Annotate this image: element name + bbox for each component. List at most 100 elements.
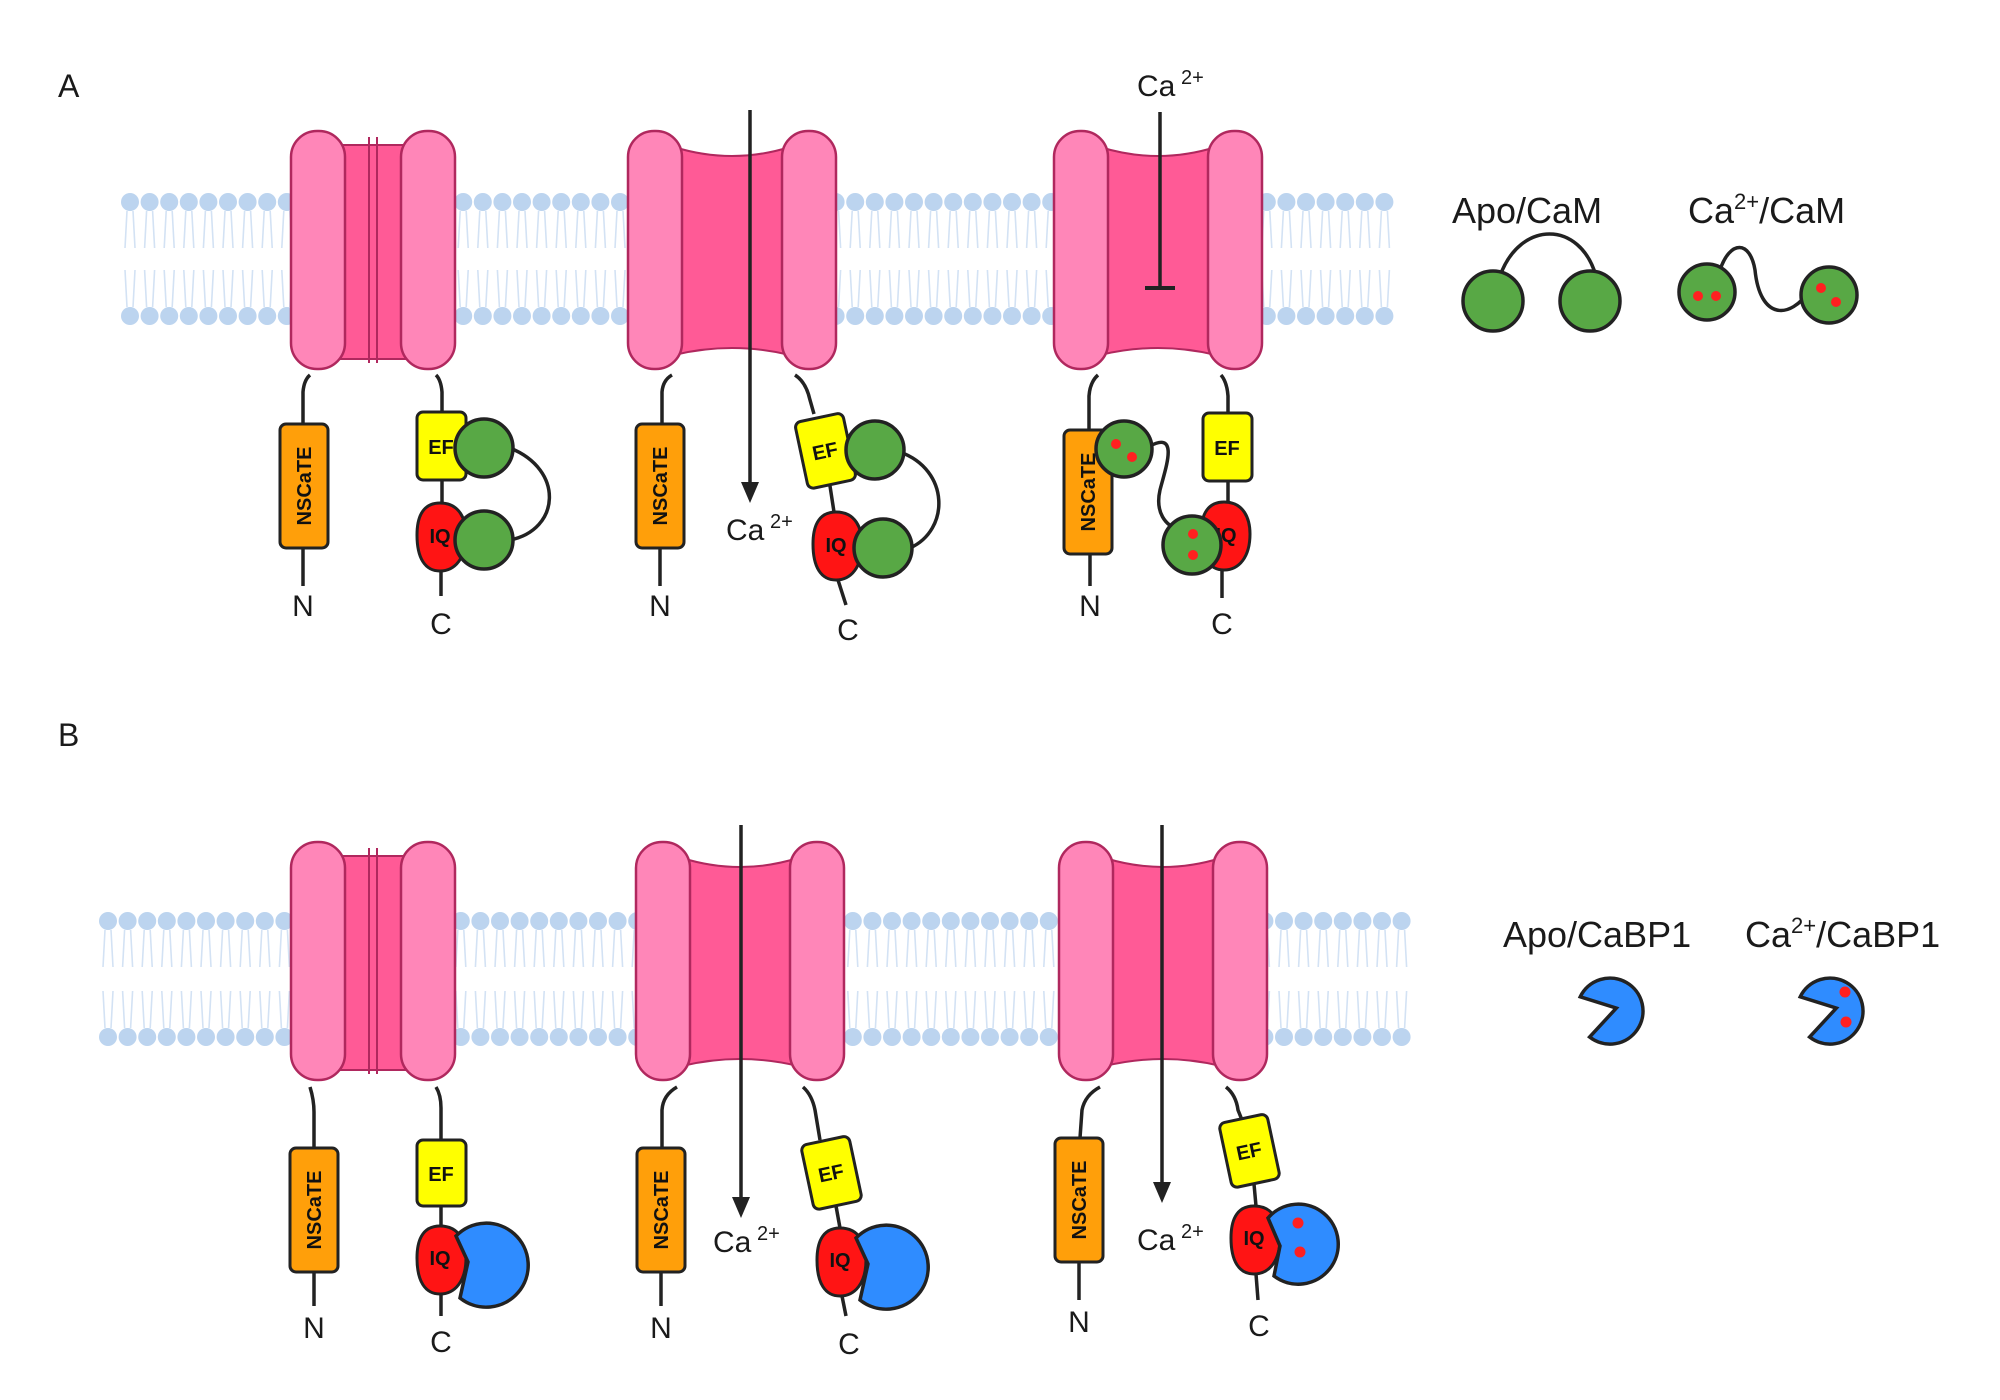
lipid-tail <box>1337 990 1349 1029</box>
cam-lobe-a2-top <box>844 419 906 481</box>
c-term-a2: C <box>837 614 859 647</box>
ca-label-a3: Ca <box>1137 70 1176 103</box>
channel-a1-n-tail <box>301 373 312 424</box>
lipid-head <box>258 193 277 211</box>
lipid-head <box>532 307 551 325</box>
iq-label-b1: IQ <box>429 1248 450 1270</box>
channel-subunit-left <box>1057 840 1115 1082</box>
channel-a2-link <box>828 485 836 513</box>
ca-flow-arrowhead-b3 <box>1153 1182 1171 1203</box>
lipid-tail <box>555 210 567 249</box>
ca-dot <box>1188 529 1198 539</box>
lipid-tail <box>474 990 487 1029</box>
channel-a2: Ca 2+ NSCaTE N EF IQ C <box>626 110 941 647</box>
lipid-tail <box>945 990 957 1029</box>
lipid-head <box>1297 193 1315 211</box>
lipid-tail <box>847 929 859 968</box>
legend-b-ca-cabp1: Ca2+/CaBP1 <box>1745 913 1940 1046</box>
lipid-tail <box>124 269 136 308</box>
lipid-head <box>846 193 865 211</box>
lipid-tail <box>986 269 999 308</box>
lipid-head <box>216 912 235 930</box>
lipid-tail <box>866 990 879 1029</box>
channel-b1-n-tail <box>308 1086 316 1148</box>
lipid-head <box>473 307 492 325</box>
lipid-tail <box>259 929 271 968</box>
lipid-tail <box>1359 269 1371 308</box>
lipid-head <box>1000 1028 1019 1046</box>
lipid-head <box>513 193 531 211</box>
channel-pore <box>334 144 412 360</box>
lipid-tail <box>572 990 585 1029</box>
ca-dot <box>1840 1016 1852 1028</box>
lipid-head <box>1000 912 1019 930</box>
lipid-head <box>1294 912 1313 930</box>
lipid-tail <box>967 269 979 308</box>
lipid-tail <box>947 210 959 249</box>
ca-dot <box>1292 1217 1304 1229</box>
lipid-tail <box>1278 990 1290 1029</box>
cabp1-b1 <box>453 1221 530 1309</box>
lipid-tail <box>964 990 977 1029</box>
lipid-tail <box>1356 929 1369 968</box>
channel-b3: Ca 2+ NSCaTE N EF IQ C <box>1053 825 1340 1343</box>
lipid-tail <box>869 210 881 249</box>
nscate-label-a3: NSCaTE <box>1078 453 1100 532</box>
lipid-tail <box>202 210 215 249</box>
lipid-head <box>1020 912 1039 930</box>
lipid-head <box>258 307 277 325</box>
lipid-tail <box>222 269 234 308</box>
lipid-head <box>219 307 237 325</box>
lipid-head <box>941 1028 960 1046</box>
lipid-tail <box>278 990 291 1029</box>
lipid-head <box>924 193 943 211</box>
lipid-tail <box>183 210 195 249</box>
lipid-head <box>160 307 179 325</box>
lipid-head <box>922 1028 941 1046</box>
lipid-head <box>99 912 117 930</box>
channel-a3-body <box>1052 129 1264 371</box>
lipid-tail <box>494 929 506 968</box>
lipid-tail <box>592 990 604 1029</box>
lipid-tail <box>1043 990 1055 1029</box>
lipid-tail <box>945 929 957 968</box>
ef-label-b2: EF <box>816 1161 846 1188</box>
lipid-head <box>865 193 884 211</box>
lipid-head <box>1275 1028 1293 1046</box>
ef-label-a1: EF <box>428 437 454 459</box>
lipid-tail <box>947 269 959 308</box>
channel-subunit-right <box>399 129 457 371</box>
cabp1-b2 <box>853 1223 930 1311</box>
cam-linker-a2 <box>899 450 941 550</box>
lipid-tail <box>575 210 587 249</box>
lipid-head <box>552 193 571 211</box>
n-term-a2: N <box>649 590 671 623</box>
lipid-tail <box>908 210 920 249</box>
lipid-tail <box>222 210 234 249</box>
ca-sup-b2: 2+ <box>757 1223 780 1245</box>
lipid-head <box>1333 1028 1352 1046</box>
ef-label-a2: EF <box>810 439 840 466</box>
lipid-head <box>981 1028 999 1046</box>
lipid-tail <box>1006 210 1018 249</box>
lipid-tail <box>1300 269 1312 308</box>
lipid-tail <box>121 990 134 1029</box>
lipid-tail <box>1043 929 1055 968</box>
lipid-tail <box>180 990 193 1029</box>
lipid-head <box>883 1028 901 1046</box>
lipid-head <box>255 1028 274 1046</box>
ca-cam-lobe-left <box>1677 262 1737 322</box>
lipid-tail <box>278 929 291 968</box>
lipid-tail <box>1339 269 1351 308</box>
lipid-tail <box>1376 990 1388 1029</box>
ef-box-b2 <box>800 1135 863 1211</box>
lipid-head <box>471 912 490 930</box>
lipid-tail <box>1297 990 1310 1029</box>
ca-cam-linker <box>1718 245 1812 313</box>
ca-dot <box>1711 291 1721 301</box>
lipid-tail <box>516 269 528 308</box>
lipid-head <box>902 912 921 930</box>
lipid-tail <box>219 990 232 1029</box>
lipid-tail <box>1395 929 1408 968</box>
legend-b-apo-cabp1: Apo/CaBP1 <box>1503 914 1691 1046</box>
